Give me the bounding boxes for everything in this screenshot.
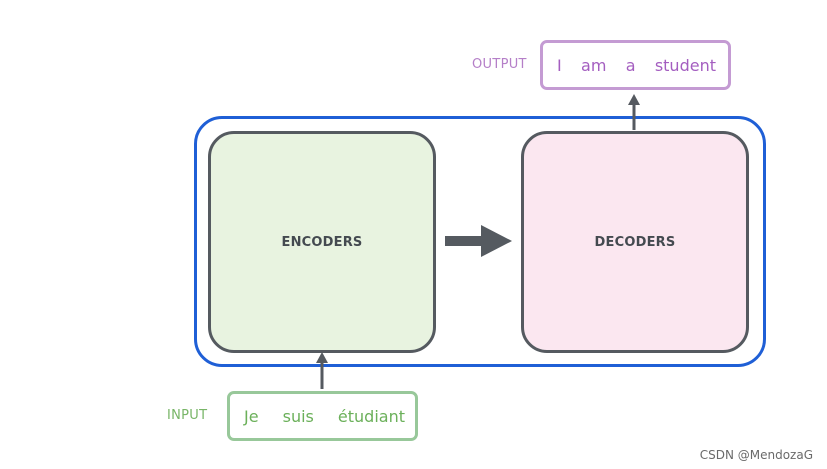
decoders-block: DECODERS [521, 131, 749, 353]
decoders-label: DECODERS [594, 234, 676, 250]
encoders-block: ENCODERS [208, 131, 436, 353]
input-word: suis [282, 406, 314, 426]
input-word: Je [244, 406, 259, 426]
decoder-to-output-arrow [628, 94, 640, 130]
transformer-box [194, 116, 766, 367]
output-word: I [557, 55, 562, 75]
output-word: a [625, 55, 636, 75]
output-sentence-box: I am a student [540, 40, 731, 90]
input-to-encoder-arrow [316, 352, 328, 389]
output-word: am [581, 55, 607, 75]
output-word: student [654, 55, 716, 75]
input-word: étudiant [337, 406, 405, 426]
input-label: INPUT [167, 408, 208, 423]
watermark: CSDN @MendozaG [699, 448, 813, 462]
input-sentence-box: Je suis étudiant [227, 391, 418, 441]
encoders-label: ENCODERS [281, 234, 363, 250]
encoder-to-decoder-arrow [445, 225, 512, 257]
output-label: OUTPUT [472, 57, 527, 72]
